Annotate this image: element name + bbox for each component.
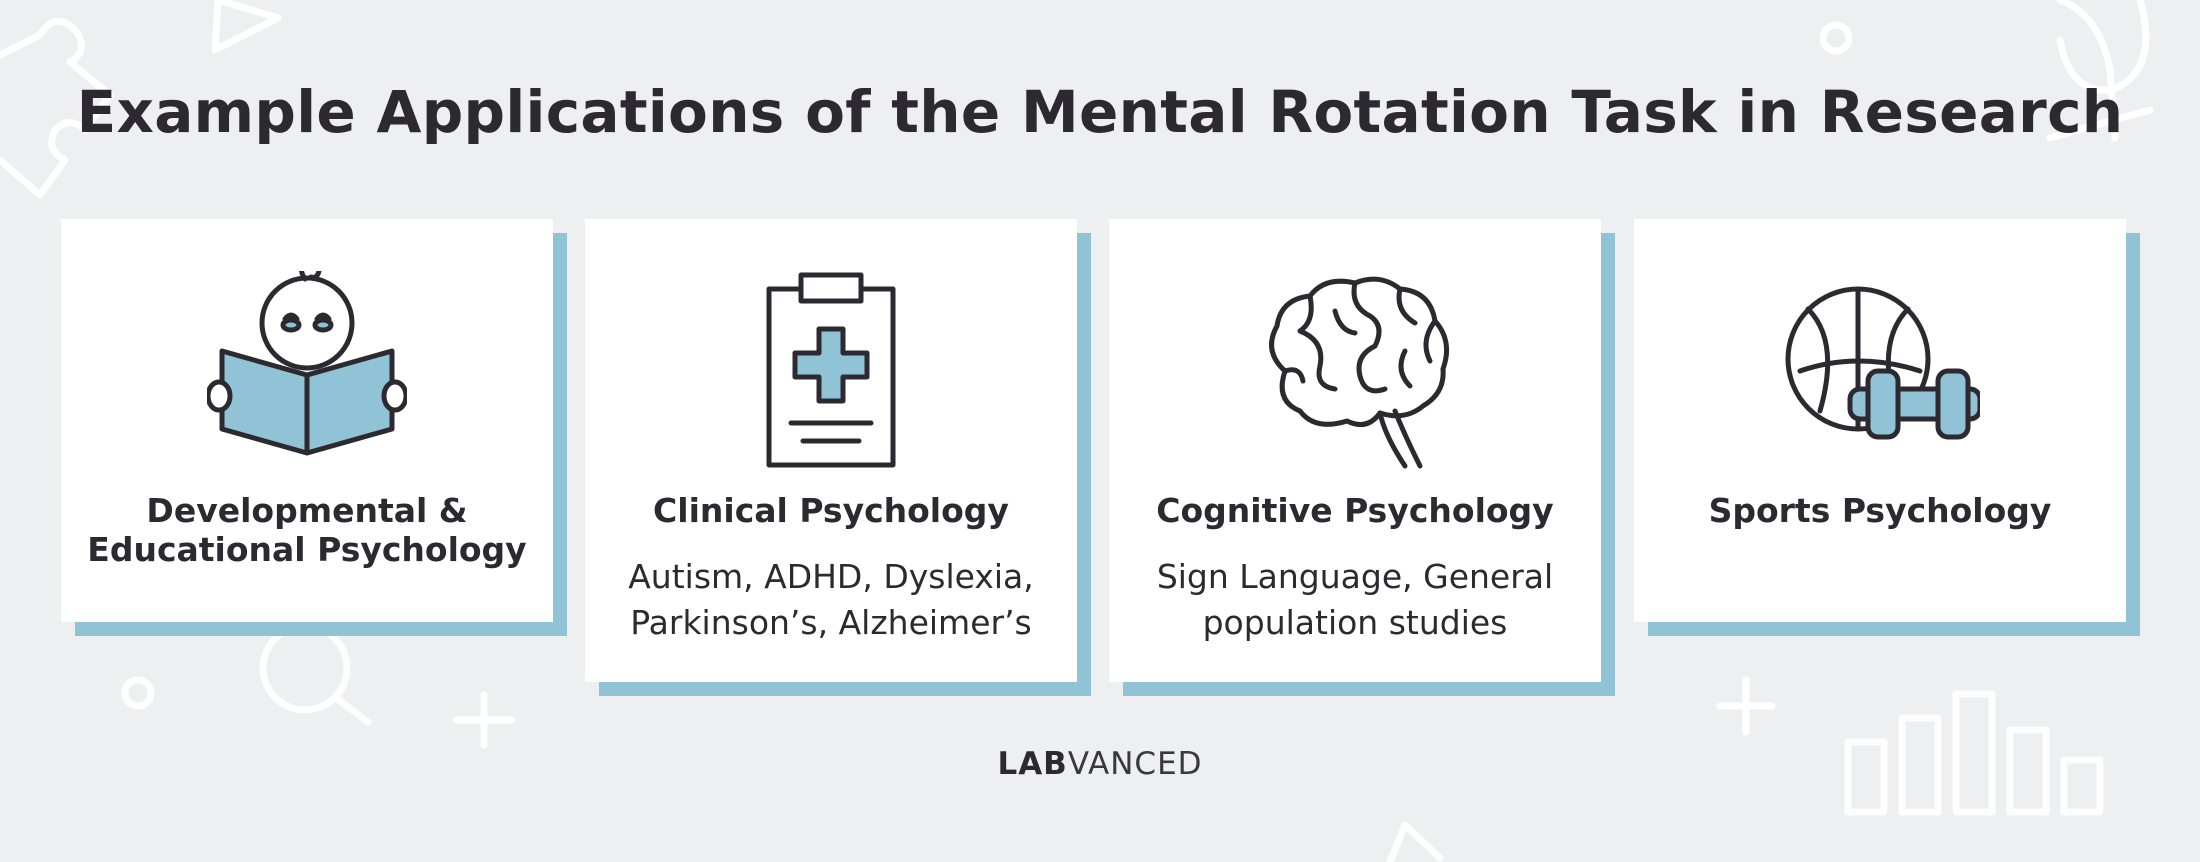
card-title-line: Educational Psychology xyxy=(87,530,527,569)
card-title: Clinical Psychology xyxy=(605,491,1057,530)
plus-deco-icon xyxy=(452,691,516,749)
baby-reading-book-icon xyxy=(207,271,407,456)
labvanced-logo: LABVANCED xyxy=(0,746,2200,782)
card-subtitle-line: Sign Language, General xyxy=(1156,557,1554,596)
magnifier-deco-icon xyxy=(259,622,351,714)
card-title: Developmental & Educational Psychology xyxy=(81,491,533,569)
card-body: Cognitive Psychology Sign Language, Gene… xyxy=(1109,219,1601,682)
logo-bold-text: LAB xyxy=(997,746,1068,782)
basketball-dumbbell-icon xyxy=(1785,286,1980,440)
logo-light-text: VANCED xyxy=(1067,746,1203,782)
medical-clipboard-icon xyxy=(766,272,896,468)
card-title-line: Clinical Psychology xyxy=(653,491,1009,530)
card-subtitle: Sign Language, General population studie… xyxy=(1129,554,1581,646)
triangle-deco-icon xyxy=(211,0,282,54)
card-title: Cognitive Psychology xyxy=(1129,491,1581,530)
card-title-line: Sports Psychology xyxy=(1708,491,2052,530)
card-title-line: Developmental & xyxy=(146,491,468,530)
card-subtitle-line: population studies xyxy=(1202,603,1508,642)
card-body: Developmental & Educational Psychology xyxy=(61,219,553,622)
card-subtitle-line: Autism, ADHD, Dyslexia, xyxy=(628,557,1034,596)
card-subtitle-line: Parkinson’s, Alzheimer’s xyxy=(630,603,1032,642)
card-body: Sports Psychology xyxy=(1634,219,2126,622)
card-body: Clinical Psychology Autism, ADHD, Dyslex… xyxy=(585,219,1077,682)
card-title-line: Cognitive Psychology xyxy=(1156,491,1554,530)
brain-icon xyxy=(1269,276,1450,469)
card-subtitle: Autism, ADHD, Dyslexia, Parkinson’s, Alz… xyxy=(605,554,1057,646)
page-title: Example Applications of the Mental Rotat… xyxy=(76,78,2124,146)
small-circle-deco-icon xyxy=(1819,21,1853,55)
card-title: Sports Psychology xyxy=(1654,491,2106,530)
